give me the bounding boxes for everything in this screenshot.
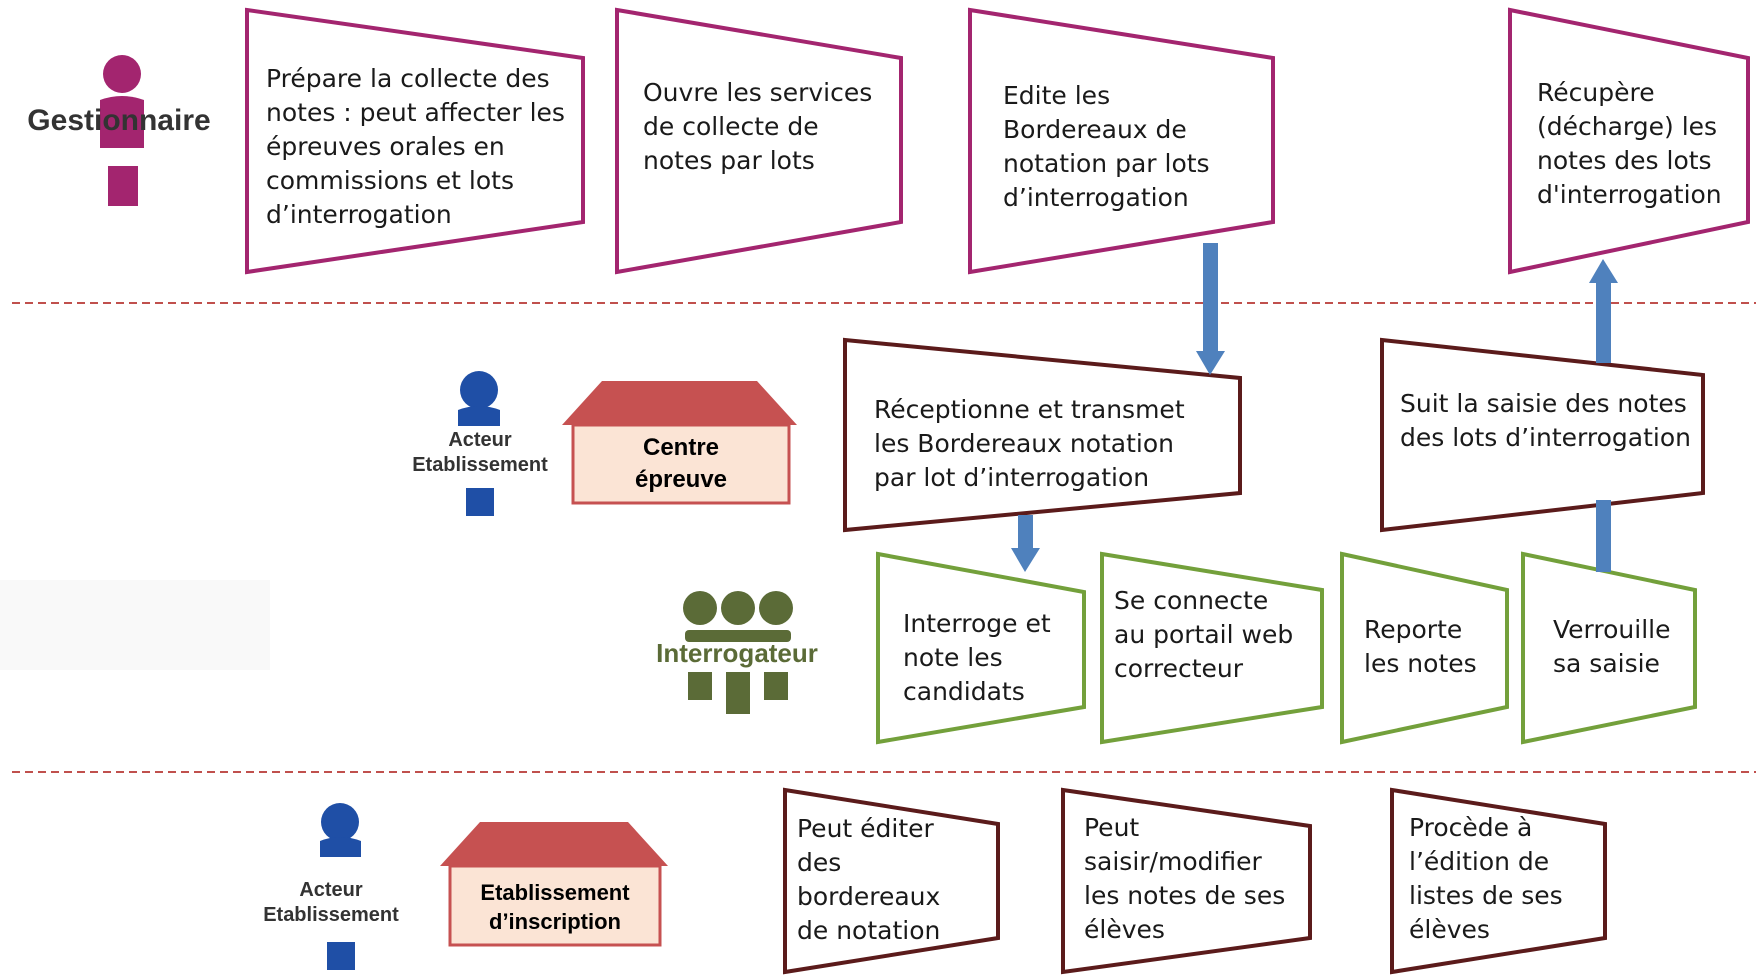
step-box bbox=[968, 7, 1275, 275]
arrow-up bbox=[1596, 500, 1611, 572]
step-box bbox=[1100, 551, 1324, 745]
step-box bbox=[876, 551, 1086, 745]
step-box bbox=[783, 787, 1000, 975]
actor-label-line: Acteur bbox=[299, 879, 363, 901]
step-box bbox=[245, 7, 585, 275]
step-box bbox=[1508, 7, 1750, 275]
house-label-line: épreuve bbox=[634, 466, 728, 493]
step-box bbox=[1521, 551, 1697, 745]
house-label-centre: Centre épreuve bbox=[573, 432, 789, 496]
step-box bbox=[1380, 337, 1705, 533]
arrow-down bbox=[1196, 243, 1225, 375]
step-text: Verrouille sa saisie bbox=[1553, 615, 1671, 678]
step-text: Récupère (décharge) les notes des lots d… bbox=[1537, 78, 1722, 209]
step-text: Interroge et note les candidats bbox=[903, 609, 1051, 706]
person-icon bbox=[458, 371, 500, 516]
house-label-line: Centre bbox=[642, 434, 720, 461]
house-icon bbox=[562, 381, 797, 505]
step-box bbox=[1340, 551, 1509, 745]
step-text: Réceptionne et transmet les Bordereaux n… bbox=[874, 395, 1185, 492]
role-label-interrogateur: Interrogateur bbox=[656, 638, 818, 668]
person-icon bbox=[100, 55, 144, 206]
step-text: Reporte les notes bbox=[1364, 615, 1477, 678]
actor-label-line: Acteur bbox=[448, 429, 512, 451]
role-label-gestionnaire: Gestionnaire bbox=[27, 104, 211, 137]
arrow-up bbox=[1589, 259, 1618, 363]
group-icon bbox=[683, 591, 793, 714]
step-box bbox=[1390, 787, 1607, 975]
step-box bbox=[1061, 787, 1312, 975]
person-icon bbox=[320, 803, 361, 970]
step-text: Procède à l’édition de listes de ses élè… bbox=[1409, 813, 1563, 944]
step-box bbox=[843, 337, 1242, 533]
house-label-line: d’inscription bbox=[489, 909, 621, 934]
step-text: Peut saisir/modifier les notes de ses él… bbox=[1084, 813, 1286, 944]
arrow-down bbox=[1011, 515, 1040, 572]
house-label-inscription: Etablissement d’inscription bbox=[450, 878, 660, 936]
step-text: Suit la saisie des notes des lots d’inte… bbox=[1400, 389, 1691, 452]
step-text: Edite les Bordereaux de notation par lot… bbox=[1003, 81, 1210, 212]
step-text: Prépare la collecte des notes : peut aff… bbox=[266, 64, 565, 229]
step-box bbox=[615, 7, 903, 275]
actor-label-line: Etablissement bbox=[412, 454, 548, 476]
actor-label-inscription: Acteur Etablissement bbox=[246, 878, 416, 928]
background-smudge bbox=[0, 580, 270, 670]
step-text: Peut éditer des bordereaux de notation bbox=[797, 814, 941, 945]
step-text: Se connecte au portail web correcteur bbox=[1114, 586, 1294, 683]
step-text: Ouvre les services de collecte de notes … bbox=[643, 78, 873, 175]
house-icon bbox=[440, 822, 668, 947]
actor-label-centre: Acteur Etablissement bbox=[390, 428, 570, 478]
house-label-line: Etablissement bbox=[480, 880, 630, 905]
actor-label-line: Etablissement bbox=[263, 904, 399, 926]
